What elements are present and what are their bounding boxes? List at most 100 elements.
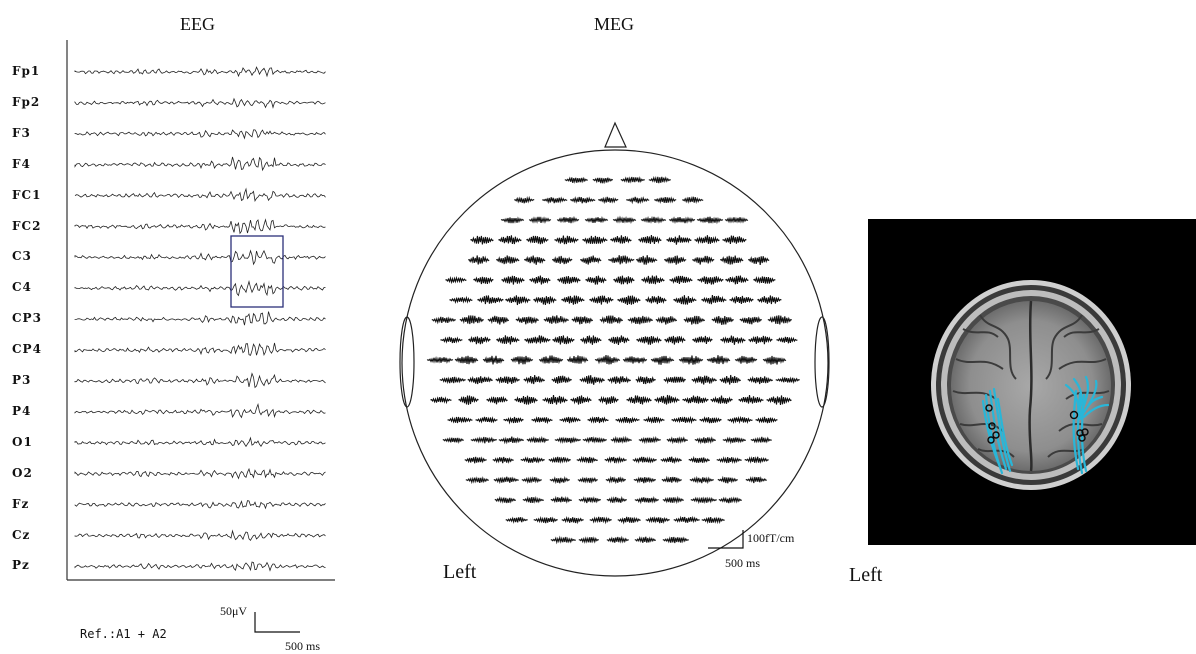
meg-sensor-trace [654,394,680,405]
meg-sensor-trace [467,375,493,385]
meg-sensor-trace [442,436,464,444]
meg-sensor-trace [523,375,546,385]
meg-sensor-trace [551,375,572,384]
meg-sensor-trace [633,476,657,484]
meg-sensor-trace [445,275,467,285]
meg-sensor-trace [691,375,717,385]
meg-sensor-trace [690,496,717,505]
meg-sensor-trace [620,176,645,184]
meg-sensor-trace [607,255,635,265]
meg-sensor-trace [661,475,682,484]
meg-sensor-trace [514,395,538,405]
eeg-channel-label: Pz [12,558,30,573]
meg-sensor-trace [666,436,689,445]
meg-sensor-trace [521,476,542,484]
meg-sensor-trace [495,255,520,265]
meg-sensor-trace [578,496,602,504]
meg-sensor-trace [559,416,581,424]
meg-sensor-trace [697,276,724,285]
meg-sensor-trace [615,416,640,425]
meg-sensor-trace [514,195,535,204]
meg-sensor-trace [548,456,571,464]
meg-sensor-trace [589,295,614,305]
meg-sensor-trace [666,235,692,245]
meg-sensor-trace [664,335,686,345]
meg-sensor-trace [640,215,667,224]
meg-sensor-trace [634,495,659,505]
meg-sensor-trace [538,355,564,365]
meg-sensor-trace [487,315,510,325]
eeg-trace [74,342,326,356]
meg-sensor-trace [734,355,758,364]
meg-sensor-trace [496,335,520,345]
meg-sensor-trace [696,216,724,225]
meg-sensor-trace [561,295,585,305]
meg-sensor-trace [654,196,677,204]
meg-sensor-trace [467,255,490,265]
eeg-channel-label: C4 [12,280,32,295]
eeg-channel-label: Fp1 [12,64,41,78]
meg-sensor-trace [610,235,632,244]
meg-sensor-trace [755,416,778,424]
eeg-reference-label: Ref.:A1 + A2 [80,627,167,641]
eeg-trace [74,311,326,326]
eeg-channel-label: CP4 [12,342,42,357]
meg-sensor-trace [470,235,494,245]
meg-sensor-trace [689,475,714,485]
eeg-trace [74,561,326,572]
meg-sensor-trace [571,316,594,325]
meg-sensor-trace [750,436,772,444]
meg-sensor-trace [641,275,665,285]
meg-sensor-trace [610,435,632,444]
meg-sensor-trace [552,335,575,345]
meg-sensor-trace [439,376,466,385]
meg-sensor-trace [671,415,697,425]
eeg-scale-amplitude: 50μV [220,604,248,618]
meg-sensor-trace [650,355,675,365]
eeg-trace [74,97,326,109]
eeg-trace [74,436,326,448]
meg-sensor-trace [606,495,628,504]
meg-sensor-trace [747,375,773,385]
meg-sensor-trace [498,235,522,245]
meg-sensor-trace [556,215,580,224]
meg-sensor-trace [501,275,525,285]
meg-sensor-trace [638,436,661,445]
meg-sensor-trace [594,355,621,365]
meg-sensor-trace [710,395,733,404]
meg-sensor-trace [669,275,693,284]
mri-left-label: Left [849,564,883,586]
meg-sensor-trace [608,335,630,345]
meg-sensor-trace [580,335,602,345]
meg-scale-time: 500 ms [725,556,761,570]
eeg-trace [74,467,326,480]
meg-sensor-trace [716,456,742,464]
meg-sensor-trace [589,516,612,525]
meg-sensor-trace [645,295,667,305]
meg-sensor-trace [498,436,525,445]
meg-sensor-trace [617,295,641,305]
meg-sensor-trace [776,336,798,344]
meg-sensor-trace [617,516,641,525]
meg-sensor-trace [577,476,598,484]
meg-sensor-trace [523,255,546,265]
meg-sensor-trace [701,516,725,525]
meg-left-label: Left [443,561,477,583]
meg-sensor-trace [554,235,579,245]
meg-sensor-trace [706,355,731,365]
meg-sensor-trace [494,496,517,504]
meg-sensor-trace [500,216,525,224]
meg-sensor-trace [673,515,700,524]
eeg-channel-label: FC1 [12,187,42,202]
meg-sensor-trace [458,395,479,405]
meg-sensor-trace [727,415,753,425]
meg-sensor-trace [762,355,787,365]
eeg-channel-label: C3 [12,249,32,264]
meg-sensor-trace [745,476,767,484]
meg-sensor-trace [701,295,727,305]
meg-sensor-trace [515,316,539,325]
meg-sensor-trace [738,395,764,404]
meg-sensor-trace [505,295,531,306]
meg-sensor-trace [529,275,551,285]
meg-sensor-trace [449,295,473,304]
